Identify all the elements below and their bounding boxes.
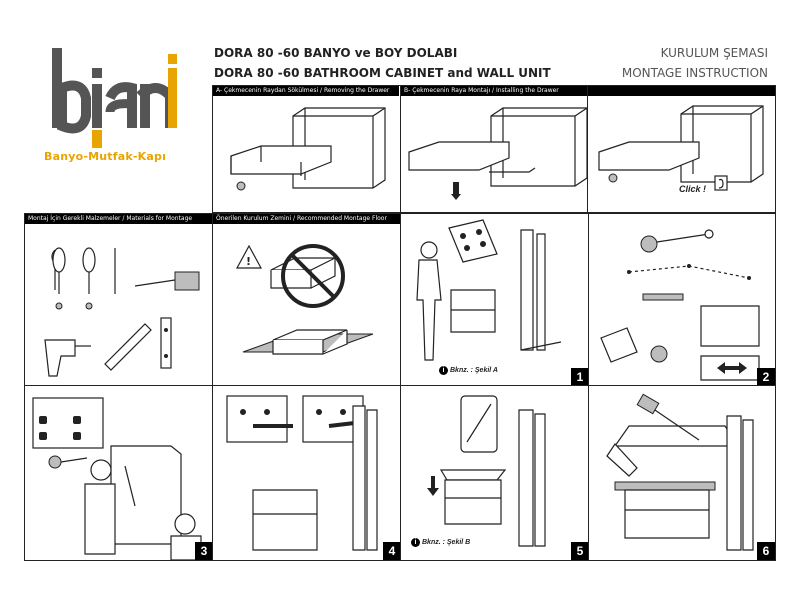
step-6-panel: 6: [588, 385, 776, 561]
step-2-illustration: [600, 229, 760, 381]
step-3-illustration: [32, 397, 202, 560]
step-number-5: 5: [571, 542, 589, 560]
section-header-installing: B- Çekmecenin Raya Montajı / Installing …: [401, 86, 775, 96]
doc-type-en: MONTAGE INSTRUCTION: [621, 66, 768, 80]
section-header-materials: Montaj İçin Gerekli Malzemeler / Materia…: [25, 214, 213, 224]
info-icon: i: [411, 538, 420, 547]
step-number-1: 1: [571, 368, 589, 386]
svg-text:!: !: [246, 255, 251, 268]
floor-illustration: !: [235, 244, 374, 355]
step-6-illustration: [606, 393, 754, 551]
tools-illustration: [44, 247, 200, 377]
brand-logo: [52, 48, 177, 148]
step-4-illustration: [226, 395, 378, 551]
click-label: Click !: [679, 184, 707, 194]
section-header-removing: A- Çekmecenin Raydan Sökülmesi / Removin…: [213, 86, 399, 96]
doc-type-tr: KURULUM ŞEMASI: [660, 46, 768, 60]
step-3-panel: 3: [24, 385, 214, 561]
step-number-4: 4: [383, 542, 401, 560]
step-number-6: 6: [757, 542, 775, 560]
brand-tagline: Banyo-Mutfak-Kapı: [44, 150, 167, 163]
drawer-illustrations: [230, 105, 764, 200]
step-number-3: 3: [195, 542, 213, 560]
step-4-panel: 4: [212, 385, 402, 561]
section-header-floor: Önerilen Kurulum Zemini / Recommended Mo…: [213, 214, 401, 224]
step-number-2: 2: [757, 368, 775, 386]
title-en: DORA 80 -60 BATHROOM CABINET and WALL UN…: [214, 66, 551, 80]
step-2-panel: 2: [588, 213, 776, 387]
title-tr: DORA 80 -60 BANYO ve BOY DOLABI: [214, 46, 458, 60]
drawer-panel: A- Çekmecenin Raydan Sökülmesi / Removin…: [212, 85, 776, 213]
floor-panel: Önerilen Kurulum Zemini / Recommended Mo…: [212, 213, 402, 387]
materials-panel: Montaj İçin Gerekli Malzemeler / Materia…: [24, 213, 214, 387]
info-icon: i: [439, 366, 448, 375]
step-1-illustration: [416, 219, 562, 361]
step-5-illustration: [427, 395, 546, 547]
